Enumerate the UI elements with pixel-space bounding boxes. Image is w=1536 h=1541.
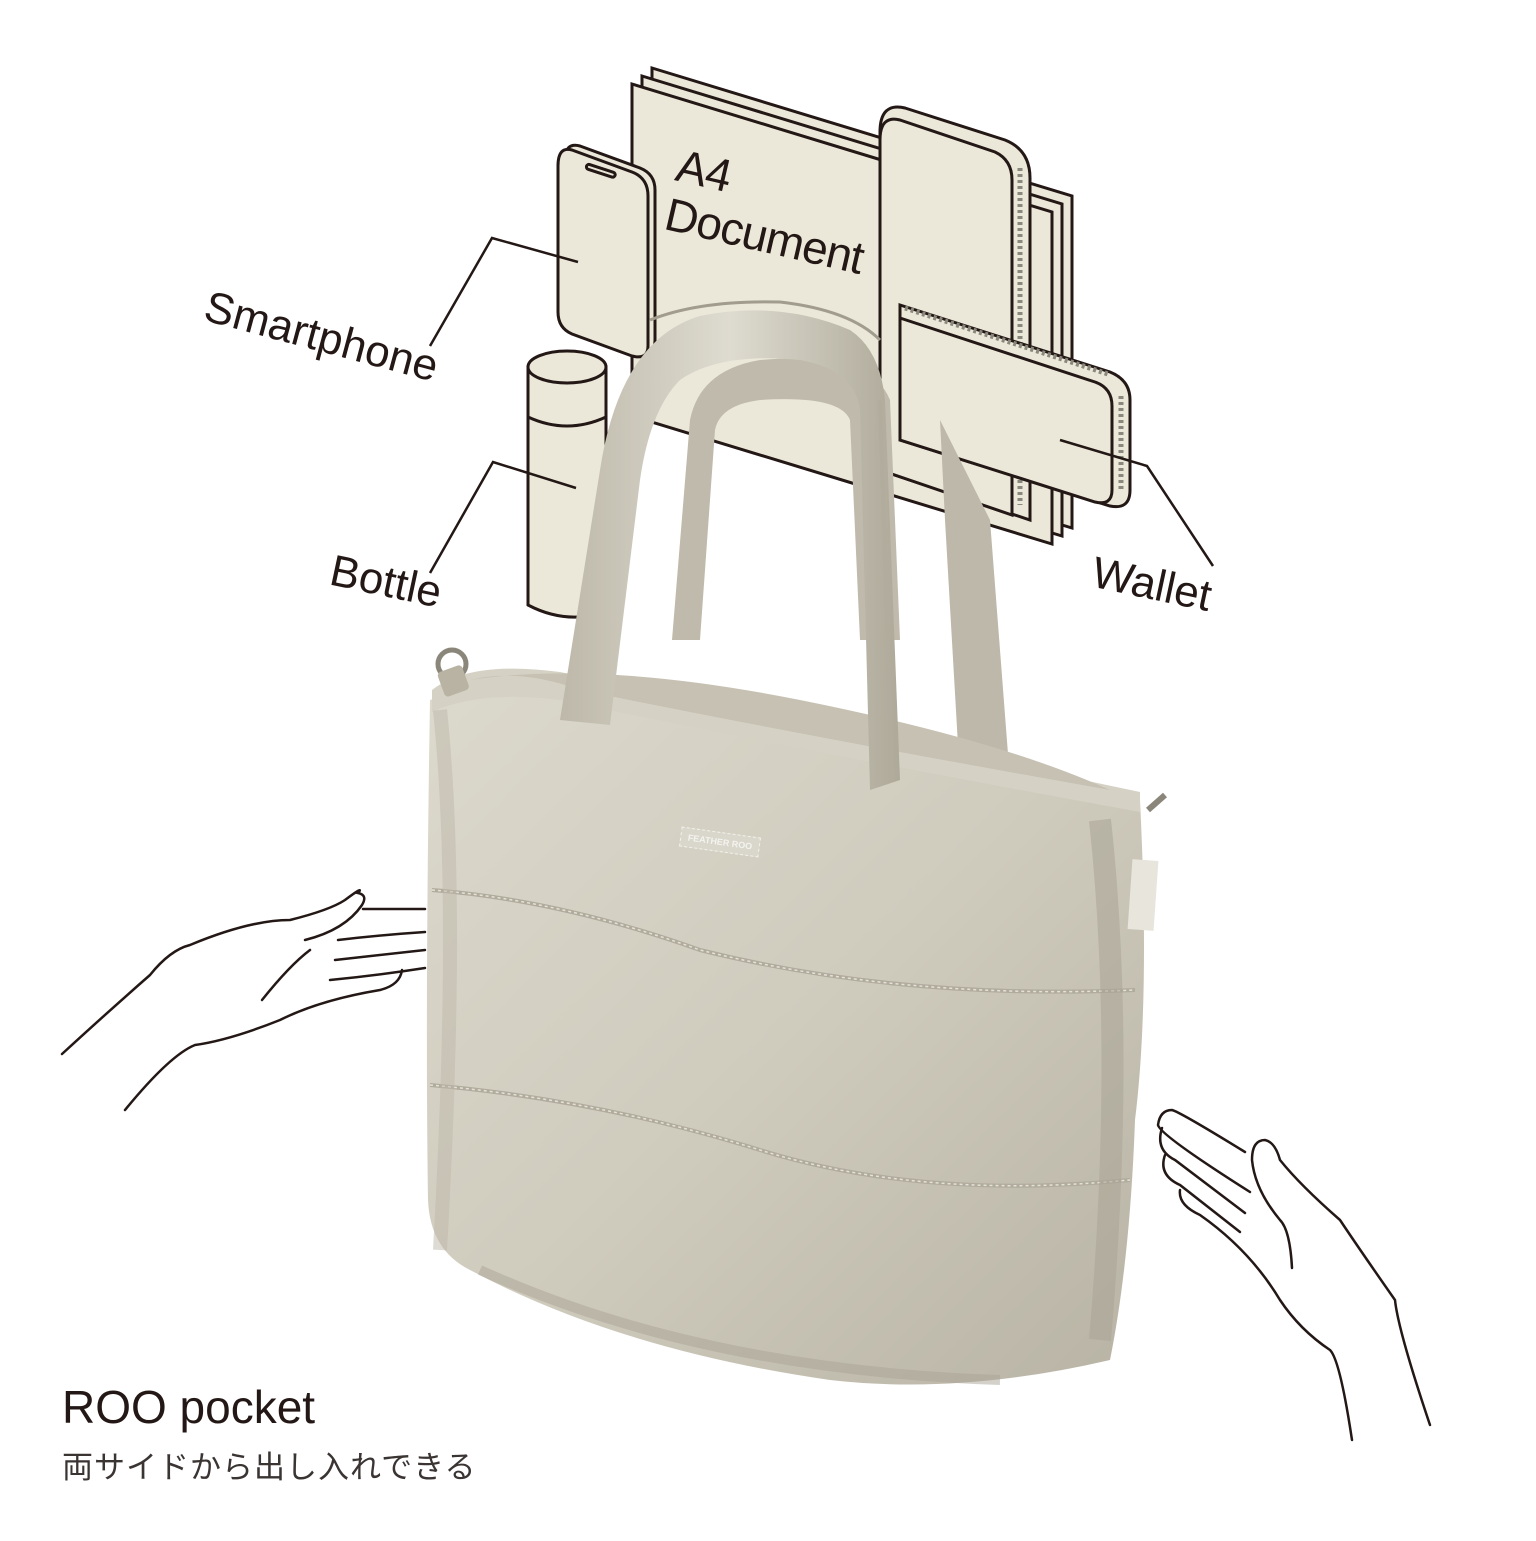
right-hand-illustration [1156, 1108, 1432, 1442]
leader-lines [428, 236, 1215, 574]
caption-title: ROO pocket [62, 1381, 316, 1433]
left-hand-illustration [60, 888, 427, 1112]
tote-bag [426, 647, 1167, 1385]
smartphone-illustration [556, 143, 657, 359]
side-tag [1127, 859, 1159, 931]
bag-handle-front [560, 300, 900, 790]
caption-subtitle: 両サイドから出し入れできる [62, 1450, 477, 1486]
